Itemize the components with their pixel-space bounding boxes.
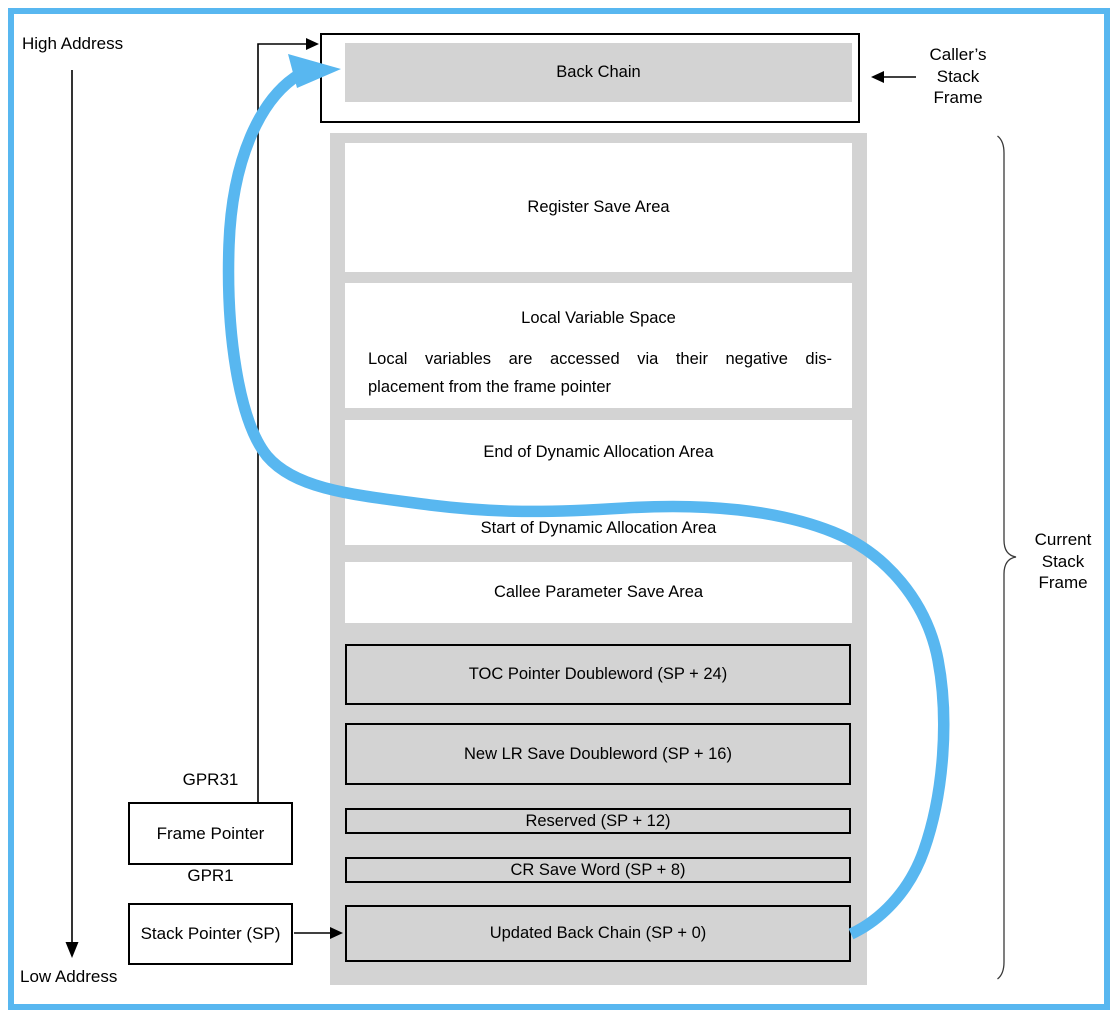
back-chain-cell: Back Chain <box>345 43 852 102</box>
current-label-line1: Current <box>1034 530 1092 549</box>
local-variable-space-box: Local Variable Space Local variables are… <box>345 283 852 408</box>
callers-stack-frame-label: Caller’s Stack Frame <box>908 44 1008 109</box>
low-address-label: Low Address <box>20 967 118 986</box>
callee-parameter-save-area-label: Callee Parameter Save Area <box>493 583 704 601</box>
outer-border <box>8 8 1110 1010</box>
local-variable-note: Local variables are accessed via their n… <box>368 345 832 401</box>
local-variable-space-title: Local Variable Space <box>521 309 676 327</box>
new-lr-save-label: New LR Save Doubleword (SP + 16) <box>464 744 732 763</box>
cr-save-word-slot: CR Save Word (SP + 8) <box>345 857 851 883</box>
gpr1-label: GPR1 <box>187 866 234 885</box>
register-save-area-box: Register Save Area <box>345 143 852 272</box>
current-label-line2: Stack <box>1041 551 1085 571</box>
callers-label-line2: Stack <box>936 66 980 86</box>
current-stack-frame-label: Current Stack Frame <box>1013 529 1113 594</box>
callers-label-line1: Caller’s <box>929 45 987 64</box>
local-variable-note-line2: placement from the frame pointer <box>368 378 612 396</box>
toc-pointer-slot: TOC Pointer Doubleword (SP + 24) <box>345 644 851 705</box>
reserved-slot: Reserved (SP + 12) <box>345 808 851 834</box>
frame-pointer-box: Frame Pointer <box>128 802 293 865</box>
stack-pointer-label: Stack Pointer (SP) <box>140 924 281 943</box>
stack-pointer-box: Stack Pointer (SP) <box>128 903 293 965</box>
new-lr-save-slot: New LR Save Doubleword (SP + 16) <box>345 723 851 785</box>
high-address-label: High Address <box>22 34 124 53</box>
callers-label-line3: Frame <box>933 88 983 107</box>
dynamic-allocation-start-label: Start of Dynamic Allocation Area <box>480 519 717 537</box>
current-stack-frame-container: Register Save Area Local Variable Space … <box>330 133 867 985</box>
cr-save-word-label: CR Save Word (SP + 8) <box>510 860 686 879</box>
toc-pointer-label: TOC Pointer Doubleword (SP + 24) <box>468 665 728 683</box>
register-save-area-label: Register Save Area <box>527 198 670 216</box>
gpr31-label: GPR31 <box>182 770 239 789</box>
current-label-line3: Frame <box>1038 573 1088 592</box>
back-chain-label: Back Chain <box>556 63 641 81</box>
dynamic-allocation-end-label: End of Dynamic Allocation Area <box>483 443 714 461</box>
callee-parameter-save-area-box: Callee Parameter Save Area <box>345 562 852 623</box>
reserved-label: Reserved (SP + 12) <box>525 811 671 830</box>
updated-back-chain-slot: Updated Back Chain (SP + 0) <box>345 905 851 962</box>
dynamic-allocation-area-box: End of Dynamic Allocation Area Start of … <box>345 420 852 545</box>
local-variable-note-line1: Local variables are accessed via their n… <box>368 350 832 368</box>
frame-pointer-label: Frame Pointer <box>156 823 265 843</box>
back-chain-box: Back Chain <box>320 33 860 123</box>
updated-back-chain-label: Updated Back Chain (SP + 0) <box>489 924 707 942</box>
